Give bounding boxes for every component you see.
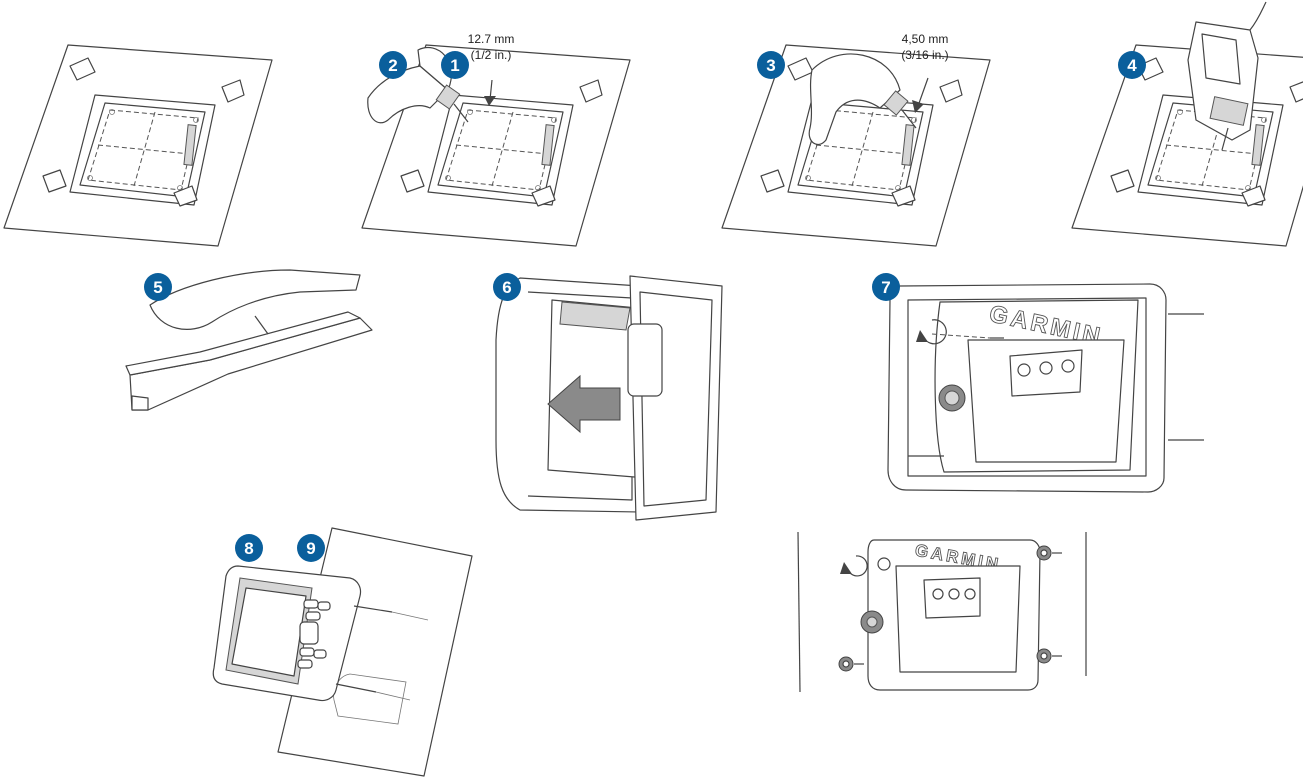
step-badge-8: 8	[235, 534, 263, 562]
panel-secure-nuts: GARMIN	[798, 532, 1086, 692]
panel-attach-studs: GARMIN	[888, 284, 1204, 492]
bit-size-imperial: (3/16 in.)	[901, 48, 948, 62]
step-badge-2: 2	[379, 51, 407, 79]
svg-text:2: 2	[388, 56, 397, 75]
svg-text:6: 6	[502, 278, 511, 297]
svg-text:5: 5	[153, 278, 162, 297]
step-badge-1: 1	[441, 51, 469, 79]
step-badge-7: 7	[872, 273, 900, 301]
thumb-nut	[1037, 546, 1062, 560]
thumb-nut	[1037, 649, 1062, 663]
drill-depth-metric: 12.7 mm	[468, 32, 515, 46]
svg-text:9: 9	[306, 539, 315, 558]
svg-text:3: 3	[766, 56, 775, 75]
step-badge-9: 9	[297, 534, 325, 562]
svg-text:4: 4	[1127, 56, 1137, 75]
thumb-nut	[839, 657, 864, 671]
panel-insert-device	[496, 276, 722, 520]
step-badge-3: 3	[757, 51, 785, 79]
svg-text:1: 1	[450, 56, 459, 75]
bit-size-metric: 4,50 mm	[902, 32, 949, 46]
svg-text:7: 7	[881, 278, 890, 297]
step-badge-5: 5	[144, 273, 172, 301]
rotate-icon	[840, 556, 867, 576]
step-badge-4: 4	[1118, 51, 1146, 79]
panel-template-taped	[4, 45, 272, 246]
panel-jigsaw-cut	[1072, 2, 1303, 246]
drill-depth-imperial: (1/2 in.)	[471, 48, 512, 62]
panel-mount-device	[213, 528, 472, 776]
svg-text:8: 8	[244, 539, 253, 558]
step-badge-6: 6	[493, 273, 521, 301]
